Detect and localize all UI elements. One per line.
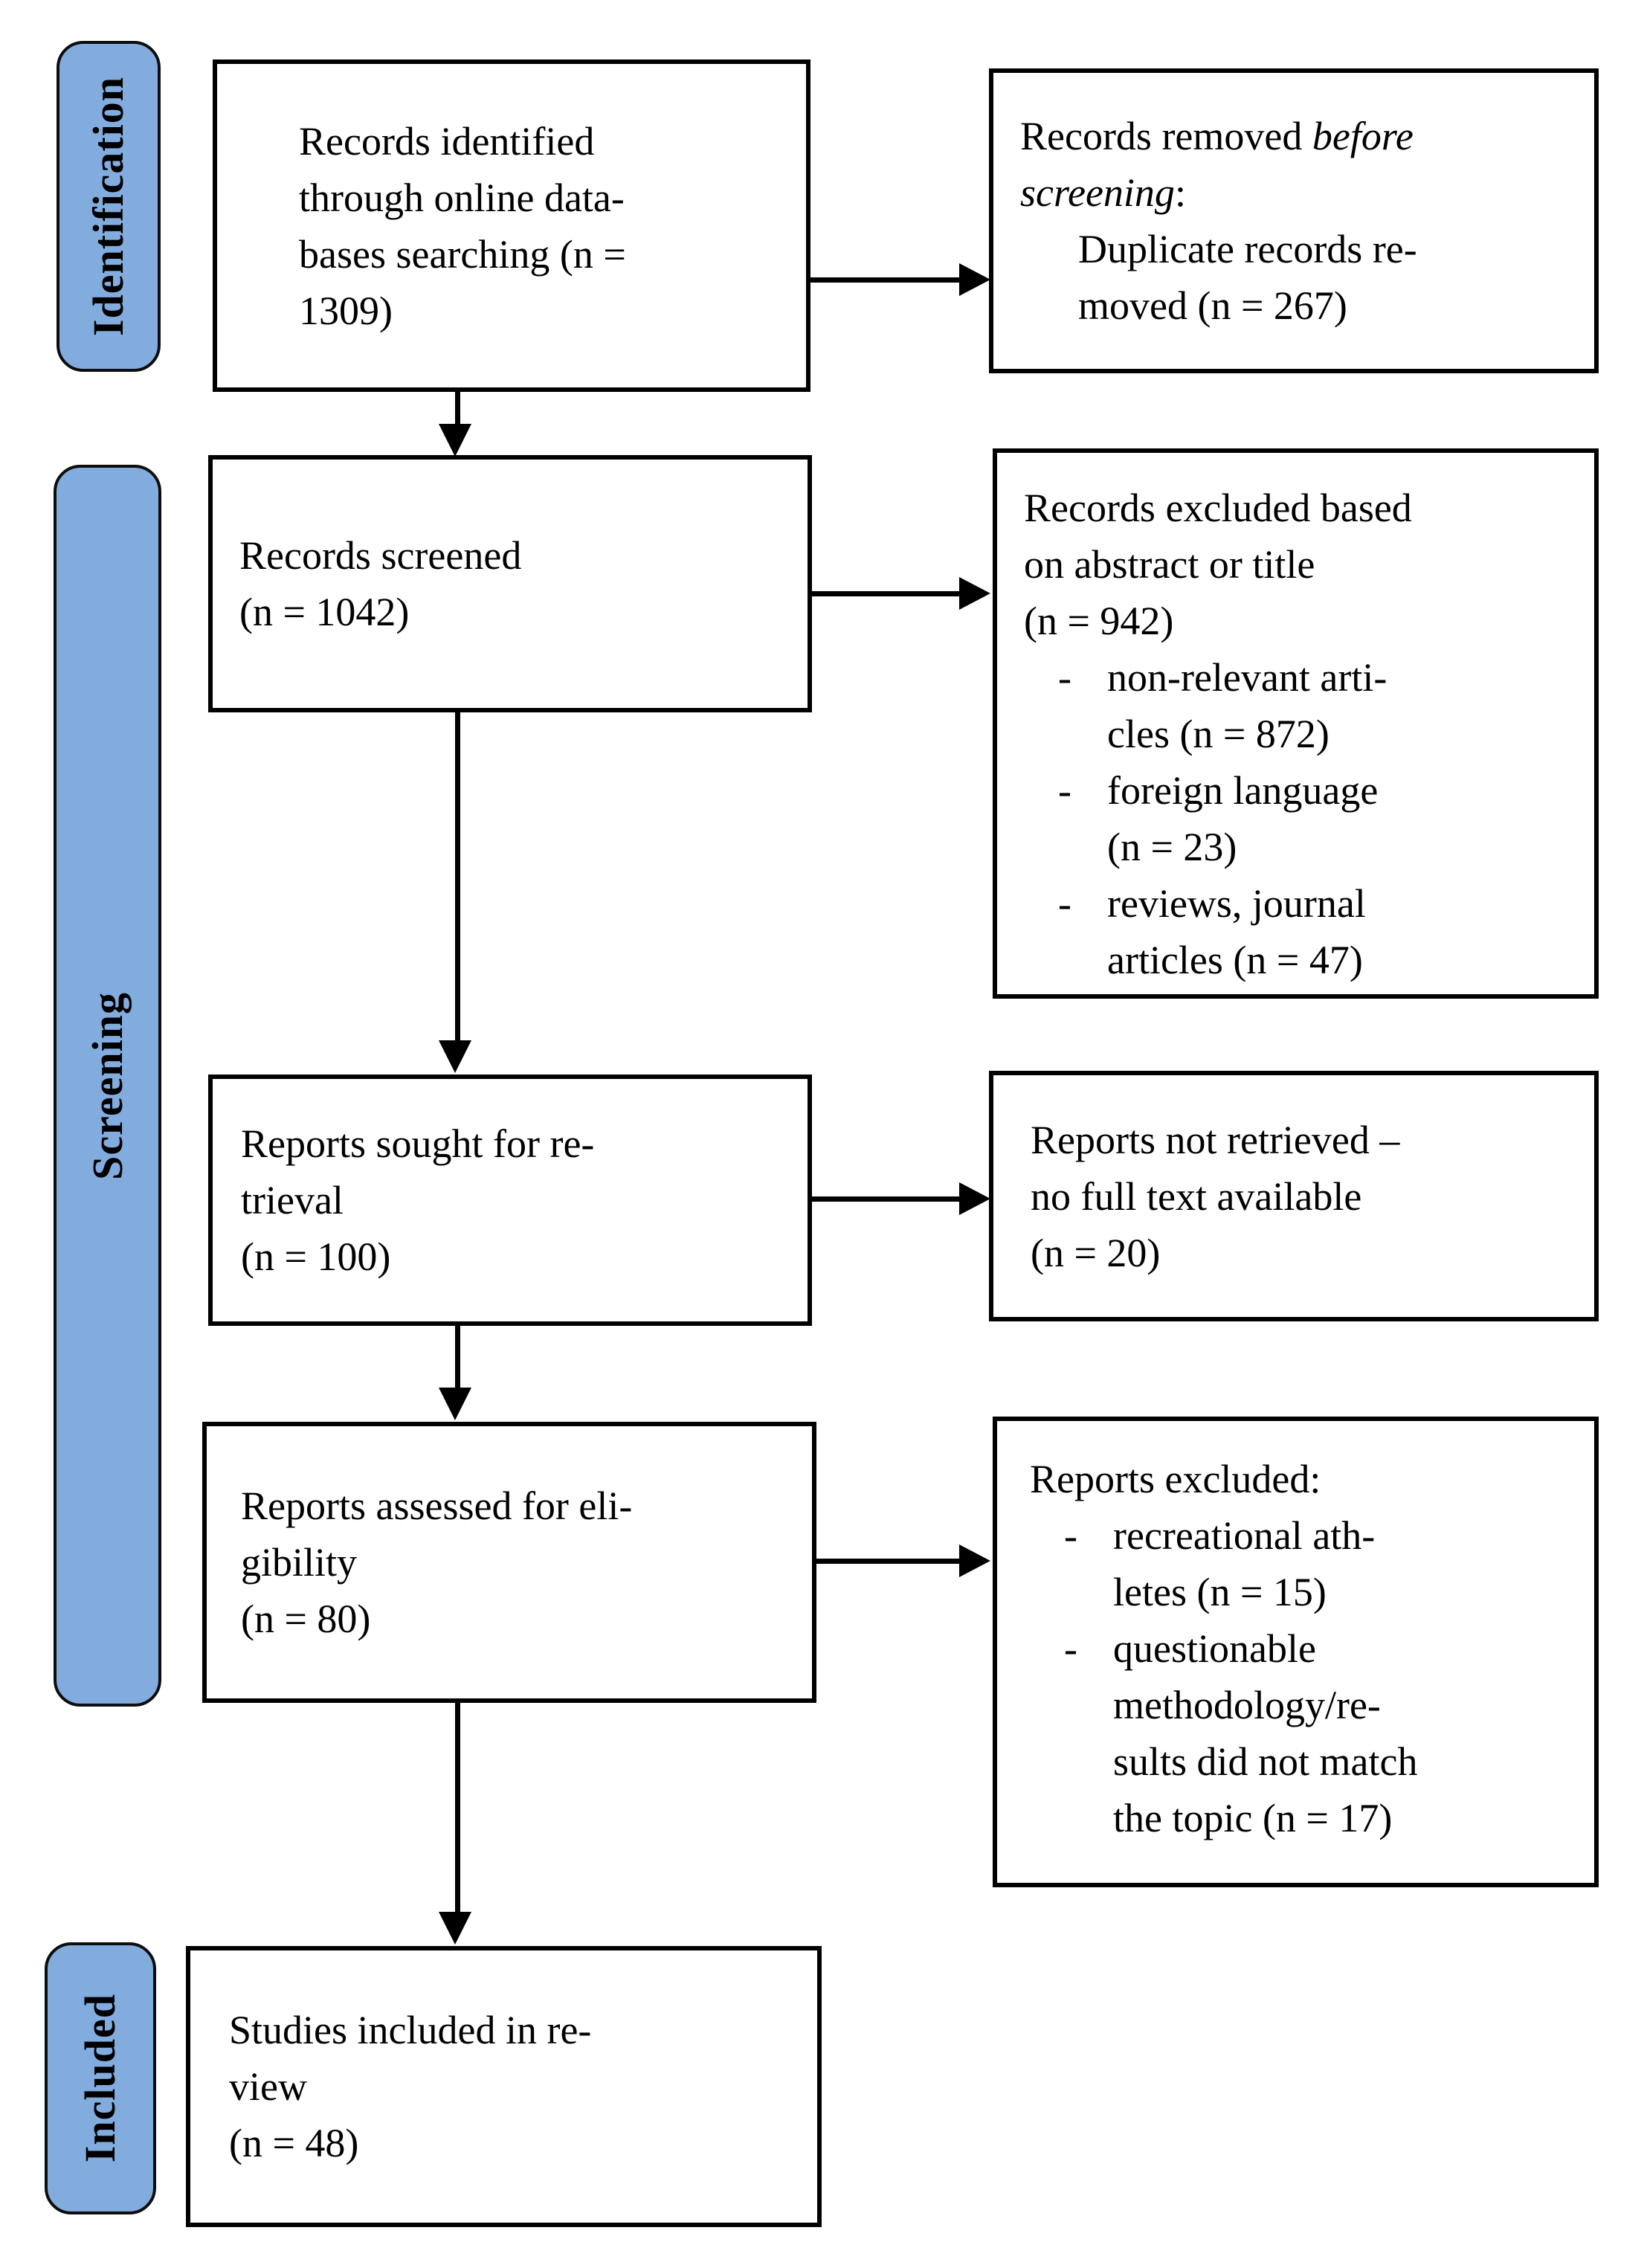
text-line: articles (n = 47) [1107, 938, 1363, 982]
arrow-shaft [455, 1703, 460, 1915]
text-line: (n = 100) [241, 1234, 391, 1279]
box-records-removed-before-screening: Records removed before screening: Duplic… [989, 68, 1599, 373]
bullet-dash: - [1058, 881, 1071, 926]
text-line: the topic (n = 17) [1113, 1796, 1393, 1840]
box-records-screened: Records screened (n = 1042) [208, 455, 812, 712]
text-segment-italic: screening [1020, 170, 1175, 215]
text-segment: Records removed [1020, 114, 1312, 158]
text-line: gibility [241, 1540, 358, 1585]
stage-included: Included [45, 1942, 156, 2214]
arrow-head-icon [439, 424, 471, 457]
bullet-dash: - [1058, 768, 1071, 813]
text-line: letes (n = 15) [1113, 1570, 1327, 1614]
bullet-dash: - [1064, 1626, 1077, 1671]
box-records-identified: Records identified through online data- … [213, 59, 810, 392]
text-segment: : [1174, 170, 1186, 215]
text-line: screening: [1020, 164, 1594, 221]
text-line: trieval [241, 1178, 344, 1222]
bullet-dash: - [1064, 1513, 1077, 1558]
text-line: sults did not match [1113, 1739, 1418, 1784]
stage-screening: Screening [54, 465, 161, 1707]
arrow-head-icon [439, 1040, 471, 1073]
text-line: Reports assessed for eli- [241, 1483, 633, 1528]
text-line: questionable [1113, 1626, 1316, 1671]
arrow-shaft [812, 1196, 962, 1202]
text-line: bases searching (n = [299, 231, 626, 277]
text-line: on abstract or title [1024, 542, 1315, 587]
sub-item-duplicates: Duplicate records re- moved (n = 267) [1078, 221, 1594, 334]
text-line: methodology/re- [1113, 1683, 1381, 1727]
arrow-head-icon [439, 1912, 471, 1945]
text-line: (n = 23) [1107, 825, 1237, 869]
box-records-excluded-abstract-title: Records excluded based on abstract or ti… [993, 448, 1599, 999]
text-line: (n = 48) [229, 2121, 359, 2165]
text-line: Reports excluded: [1030, 1457, 1321, 1501]
bullet-item: - recreational ath- letes (n = 15) [1030, 1507, 1594, 1620]
text-line: Records removed before [1020, 108, 1594, 164]
text-line: Duplicate records re- [1078, 227, 1417, 271]
stage-included-label: Included [76, 1994, 124, 2163]
bullet-dash: - [1058, 655, 1071, 700]
arrow-head-icon [439, 1388, 471, 1420]
text-line: through online data- [299, 175, 625, 220]
bullet-item: - non-relevant arti- cles (n = 872) [1024, 649, 1594, 762]
text-line: (n = 942) [1024, 599, 1174, 643]
stage-identification-label: Identification [84, 76, 132, 337]
box-reports-assessed: Reports assessed for eli- gibility (n = … [202, 1422, 816, 1703]
text-line: cles (n = 872) [1107, 712, 1329, 756]
text-line: Reports not retrieved – [1031, 1117, 1400, 1162]
arrow-shaft [816, 1559, 962, 1564]
text-segment-italic: before [1312, 114, 1414, 158]
text-line: foreign language [1107, 768, 1379, 813]
arrow-shaft [810, 277, 962, 283]
stage-identification: Identification [57, 41, 161, 372]
bullet-item: - foreign language (n = 23) [1024, 762, 1594, 875]
box-reports-not-retrieved: Reports not retrieved – no full text ava… [989, 1071, 1599, 1321]
text-line: reviews, journal [1107, 881, 1366, 926]
text-line: moved (n = 267) [1078, 283, 1347, 328]
text-line: (n = 1042) [239, 590, 410, 634]
arrow-head-icon [959, 263, 990, 296]
arrow-shaft [455, 712, 460, 1043]
arrow-head-icon [959, 1182, 990, 1215]
box-studies-included: Studies included in re- view (n = 48) [186, 1946, 822, 2227]
text-line: (n = 20) [1031, 1230, 1161, 1275]
text-line: non-relevant arti- [1107, 655, 1387, 700]
arrow-head-icon [959, 1544, 990, 1577]
text-line: Records screened [239, 533, 522, 578]
bullet-item: - questionable methodology/re- sults did… [1030, 1620, 1594, 1846]
text-line: Reports sought for re- [241, 1121, 595, 1166]
arrow-shaft [812, 591, 962, 596]
text-line: Records excluded based [1024, 486, 1412, 530]
box-reports-sought: Reports sought for re- trieval (n = 100) [208, 1075, 812, 1326]
text-line: Records identified [299, 118, 595, 164]
text-line: Studies included in re- [229, 2008, 592, 2052]
arrow-shaft [455, 1326, 460, 1391]
text-line: 1309) [299, 288, 393, 333]
arrow-shaft [455, 392, 460, 427]
bullet-item: - reviews, journal articles (n = 47) [1024, 875, 1594, 988]
text-line: recreational ath- [1113, 1513, 1376, 1558]
box-reports-excluded: Reports excluded: - recreational ath- le… [993, 1417, 1599, 1887]
text-line: no full text available [1031, 1173, 1362, 1219]
text-line: view [229, 2064, 307, 2109]
text-line: (n = 80) [241, 1597, 371, 1641]
stage-screening-label: Screening [83, 991, 132, 1180]
arrow-head-icon [959, 577, 990, 610]
